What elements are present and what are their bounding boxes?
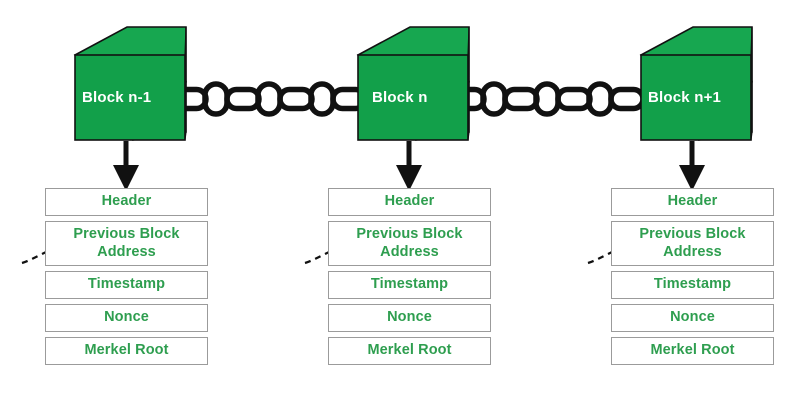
cube-block-prev bbox=[73, 26, 187, 141]
field-nonce[interactable]: Nonce bbox=[328, 304, 491, 332]
cube-front-face bbox=[74, 54, 186, 141]
cube-label-block-next: Block n+1 bbox=[648, 89, 722, 106]
field-merkel-root[interactable]: Merkel Root bbox=[328, 337, 491, 365]
cube-front-face bbox=[357, 54, 469, 141]
field-nonce[interactable]: Nonce bbox=[611, 304, 774, 332]
cube-label-block-prev: Block n-1 bbox=[82, 89, 152, 106]
field-header[interactable]: Header bbox=[45, 188, 208, 216]
field-merkel-root[interactable]: Merkel Root bbox=[45, 337, 208, 365]
chain-link-right bbox=[452, 84, 643, 114]
field-header[interactable]: Header bbox=[328, 188, 491, 216]
field-header[interactable]: Header bbox=[611, 188, 774, 216]
field-timestamp[interactable]: Timestamp bbox=[611, 271, 774, 299]
field-nonce[interactable]: Nonce bbox=[45, 304, 208, 332]
cube-block-next bbox=[639, 26, 753, 141]
cube-block-n bbox=[356, 26, 470, 141]
cube-label-block-n: Block n bbox=[372, 89, 428, 106]
cube-front-face bbox=[640, 54, 752, 141]
field-timestamp[interactable]: Timestamp bbox=[328, 271, 491, 299]
field-timestamp[interactable]: Timestamp bbox=[45, 271, 208, 299]
field-merkel-root[interactable]: Merkel Root bbox=[611, 337, 774, 365]
chain-link-left bbox=[174, 84, 365, 114]
